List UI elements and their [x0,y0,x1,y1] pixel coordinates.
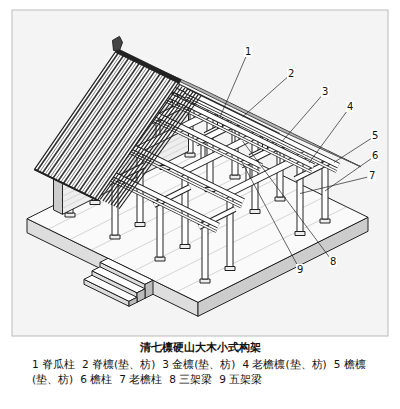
leader-line [243,163,298,266]
callout-number: 6 [371,150,379,161]
key-entry: 4 老檐檩(垫、枋) [242,358,326,370]
column-base [250,210,260,214]
column-base [155,257,165,261]
purlin-tie [161,98,312,172]
column-base [110,235,120,239]
callout-number: 9 [296,264,304,275]
picture-frame [12,10,388,336]
roof-tile-row [71,68,153,187]
callout-number: 7 [368,170,376,181]
roof-tile-row [77,71,159,190]
roof-tile-row [45,56,127,175]
roof-tile-row [50,58,132,177]
leader-line [325,159,371,191]
eave-column [157,199,163,257]
roof-tile-row [66,66,148,185]
key-entry: 1 脊瓜柱 [32,358,75,370]
key-entry: 8 三架梁 [169,373,212,385]
step-side [129,297,137,306]
purlin-tie [186,98,337,172]
column-base [225,267,235,271]
eave-edge [35,169,98,200]
column-base [65,213,75,217]
leader-line [300,177,367,193]
leader-line [282,96,322,142]
column-base [295,232,305,236]
front-roof-slope [35,50,180,200]
callout-number: 4 [346,101,354,112]
purlin-tie [186,98,337,172]
leader-line [220,57,246,117]
column-base [185,153,195,157]
key-entry: 2 脊檩(垫、枋) [82,358,155,370]
roof-tile-row [95,80,177,199]
step-side [145,280,153,298]
old-eave-purlin [161,91,314,166]
leader-line [243,77,288,117]
roof-tile-row [61,63,143,182]
leader-line [334,139,371,163]
roof-tile-row [92,79,174,198]
key-entry: 7 老檐柱 [119,373,162,385]
callout-number: 2 [287,68,295,79]
roof-ridge [117,50,181,81]
column-base [275,197,285,201]
eave-column [202,221,208,279]
callout-number: 5 [371,130,379,141]
old-eave-purlin [161,91,314,166]
column-base [200,279,210,283]
callout-number: 3 [321,86,329,97]
roof-tile-row [56,61,138,180]
eave-column [322,161,328,219]
column-base [90,201,100,205]
callout-number: 1 [244,46,252,57]
roof-tile-row [40,53,122,172]
column-base [320,219,330,223]
key-entry: 6 檐柱 [80,373,112,385]
roof-tile-row [79,72,161,191]
callout-number: 8 [329,256,337,267]
key-entry: 9 五架梁 [219,373,262,385]
roof-tile-row [87,76,169,195]
step-side [137,289,145,303]
roof-tile-row [90,77,172,196]
column-base [135,223,145,227]
column-base [230,175,240,179]
step-tread [84,275,137,301]
column-base [180,245,190,249]
key-list: 1 脊瓜柱2 脊檩(垫、枋)3 金檩(垫、枋)4 老檐檩(垫、枋)5 檐檩(垫、… [32,357,368,387]
figure-caption: 清七檩硬山大木小式构架 [0,341,400,355]
leader-line [243,141,331,258]
ridge-ornament [113,36,123,50]
key-entry: 3 金檩(垫、枋) [162,358,235,370]
leader-line [309,111,347,163]
purlin-tie [161,98,312,172]
old-eave-column [227,197,233,267]
roof-tile-row [84,75,166,194]
roof-tile-row [82,74,164,193]
